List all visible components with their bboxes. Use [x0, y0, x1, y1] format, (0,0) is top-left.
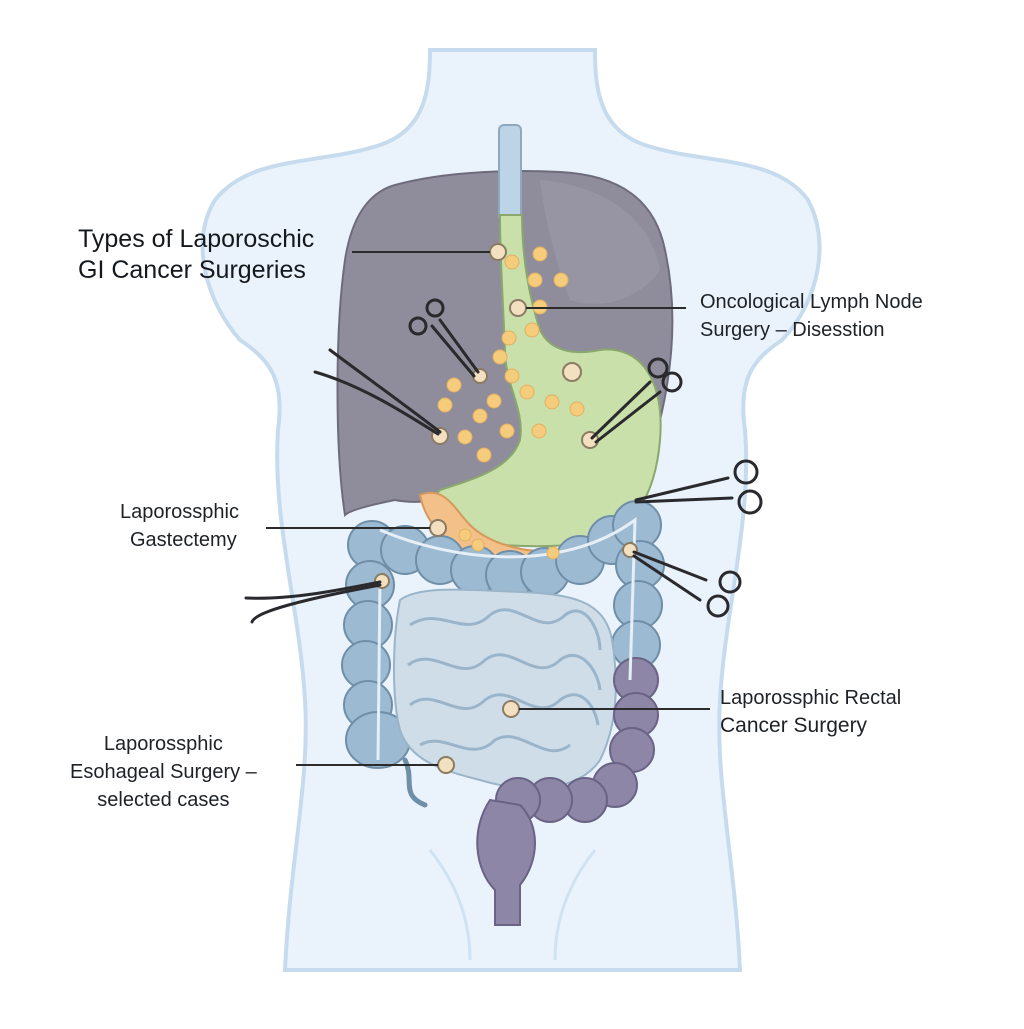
lymph-node: [472, 408, 488, 424]
rectum: [476, 657, 659, 926]
scissors-icon: [632, 550, 742, 618]
lymph-node: [446, 377, 462, 393]
groin-line: [428, 849, 472, 961]
lymph-node: [471, 538, 485, 552]
leader-lines: [266, 251, 710, 766]
lymph-node: [437, 397, 453, 413]
grasper-icon: [313, 348, 442, 436]
lymph-node: [546, 546, 560, 560]
lymph-node: [524, 322, 540, 338]
lymph-node: [532, 246, 548, 262]
laparoscopic-instruments: [244, 298, 763, 624]
lymph-node: [519, 384, 535, 400]
lymph-node: [531, 423, 547, 439]
label-esophageal-surgery: Laporossphic Esohageal Surgery – selecte…: [70, 730, 257, 814]
esophageal-label-line-2: Esohageal Surgery –: [70, 761, 257, 783]
scissors-icon: [408, 298, 480, 378]
intestine-loop: [407, 653, 602, 691]
gastrectomy-label-line-2: Gastectemy: [130, 529, 237, 551]
rectal-label-line-1: Laporossphic Rectal: [720, 687, 902, 709]
rectal-label-line-2: Cancer Surgery: [720, 714, 868, 737]
lymph-node: [504, 254, 520, 270]
colon-guide-line: [376, 516, 637, 761]
grasper-icon: [244, 580, 382, 624]
stomach: [430, 214, 662, 548]
port-marker: [502, 700, 520, 718]
esophageal-label-line-3: selected cases: [97, 789, 230, 811]
lymph-node: [504, 368, 520, 384]
colon: [341, 500, 665, 808]
gastrectomy-label-line-1: Laporossphic: [120, 501, 239, 523]
groin-line: [553, 849, 597, 961]
lymph-node: [569, 401, 585, 417]
lymph-label-line-1: Oncological Lymph Node: [700, 291, 923, 313]
title-line-1: Types of Laporoschic: [78, 225, 315, 253]
port-marker: [437, 756, 455, 774]
label-rectal-surgery: Laporossphic Rectal Cancer Surgery: [720, 684, 901, 740]
lymph-node: [486, 393, 502, 409]
intestine-loop: [409, 608, 602, 651]
intestine-loop: [409, 693, 600, 726]
small-intestine-body: [393, 588, 617, 790]
lymph-label-line-2: Surgery – Disesstion: [700, 319, 885, 341]
lymph-node: [458, 528, 472, 542]
port-marker: [429, 519, 447, 537]
esophageal-label-line-1: Laporossphic: [103, 733, 223, 755]
diagram-title: Types of Laporoschic GI Cancer Surgeries: [78, 224, 314, 286]
scissors-icon: [590, 357, 683, 444]
lymph-node: [499, 423, 515, 439]
port-marker: [489, 243, 507, 261]
lymph-node: [553, 272, 569, 288]
lymph-node: [492, 349, 508, 365]
scissors-icon: [634, 459, 763, 515]
label-gastrectomy: Laporossphic Gastectemy: [120, 498, 239, 554]
lymph-node: [527, 272, 543, 288]
rectum-tube: [476, 798, 536, 926]
port-marker: [509, 299, 527, 317]
port-markers: [374, 243, 638, 774]
lymph-node: [501, 330, 517, 346]
port-marker: [622, 542, 638, 558]
title-line-2: GI Cancer Surgeries: [78, 256, 306, 284]
lymph-nodes: [437, 246, 585, 560]
intestine-loop: [419, 735, 571, 753]
label-lymph-node-surgery: Oncological Lymph Node Surgery – Disesst…: [700, 288, 923, 344]
lymph-node: [544, 394, 560, 410]
small-intestine: [393, 588, 617, 790]
lymph-node: [457, 429, 473, 445]
port-marker: [562, 362, 582, 382]
lymph-node: [476, 447, 492, 463]
esophagus-tube: [498, 124, 522, 221]
liver-lobe-shade: [540, 180, 660, 304]
